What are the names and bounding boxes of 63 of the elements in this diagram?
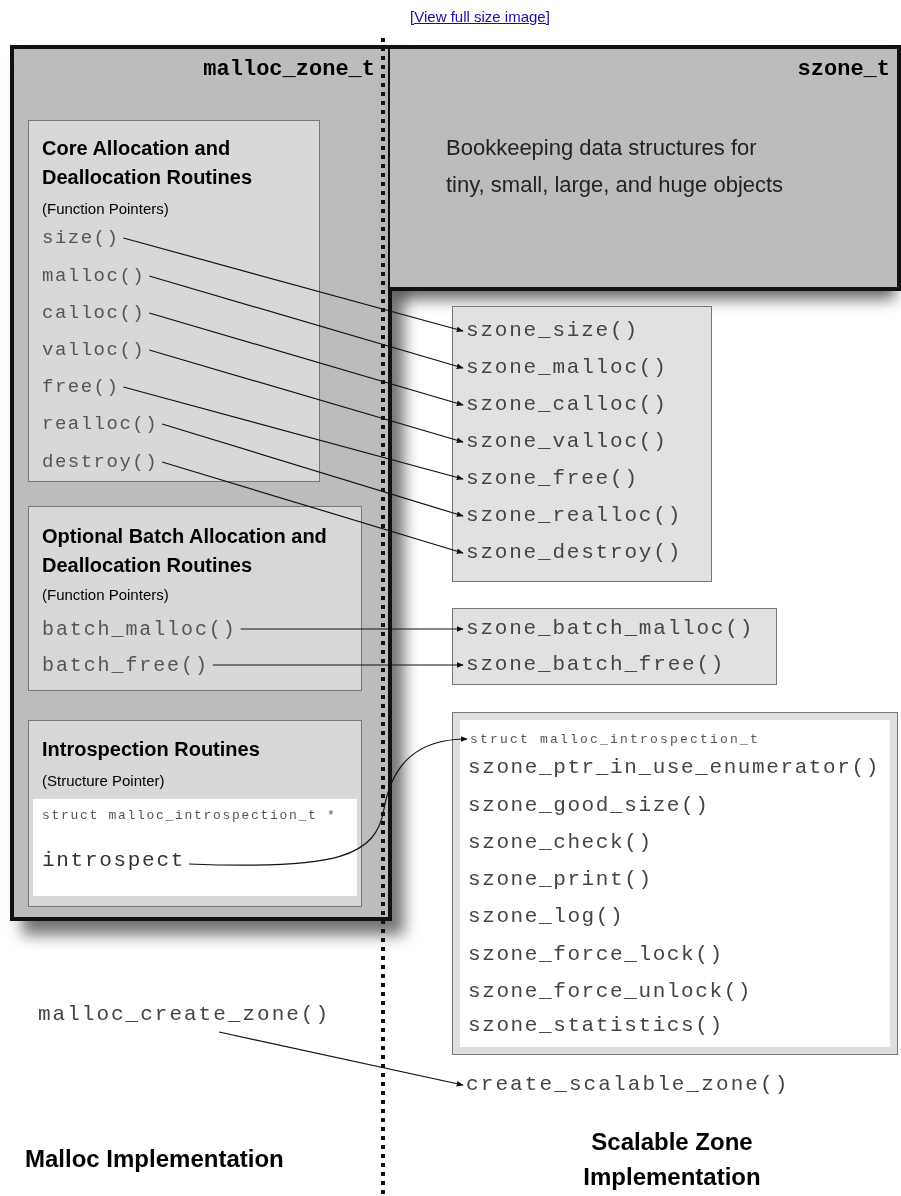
- pointer-panel: [33, 799, 357, 896]
- struct-name: malloc_zone_t: [203, 57, 375, 83]
- arrow: [148, 349, 464, 443]
- arrow: [161, 461, 464, 554]
- arrow: [218, 1031, 464, 1087]
- group-subtitle: (Function Pointers): [42, 586, 169, 604]
- function-name: malloc_create_zone(): [38, 1003, 331, 1027]
- function-name: szone_valloc(): [466, 430, 668, 454]
- section-title: Scalable Zone Implementation: [582, 1127, 762, 1192]
- function-name: szone_log(): [468, 905, 625, 929]
- function-name: batch_malloc(): [42, 617, 237, 641]
- arrow: [148, 275, 464, 369]
- arrow: [122, 386, 464, 481]
- function-name: szone_statistics(): [468, 1014, 724, 1038]
- arrow: [122, 237, 464, 333]
- function-name: size(): [42, 227, 120, 249]
- group-heading: Optional Batch Allocation and Deallocation Routines: [42, 523, 328, 578]
- arrow: [148, 312, 464, 406]
- function-name: valloc(): [42, 339, 146, 361]
- function-list-box: [452, 712, 898, 1055]
- function-name: szone_batch_free(): [466, 653, 726, 677]
- function-name: destroy(): [42, 451, 159, 473]
- function-name: introspect: [42, 849, 186, 873]
- function-name: szone_force_lock(): [468, 943, 724, 967]
- description-text: Bookkeeping data structures for tiny, small, large, and huge objects: [446, 134, 785, 199]
- type-name: struct malloc_introspection_t *: [42, 808, 337, 824]
- function-name: batch_free(): [42, 653, 209, 677]
- function-name: szone_size(): [466, 319, 639, 343]
- view-link: [View full size image]: [409, 8, 551, 25]
- function-name: szone_destroy(): [466, 541, 683, 565]
- function-name: create_scalable_zone(): [466, 1073, 790, 1097]
- function-name: szone_good_size(): [468, 794, 710, 818]
- group-subtitle: (Structure Pointer): [42, 772, 165, 790]
- routine-group-box: [28, 120, 320, 482]
- function-name: malloc(): [42, 265, 146, 287]
- function-list-box: [452, 306, 712, 582]
- function-name: calloc(): [42, 302, 146, 324]
- function-name: szone_batch_malloc(): [466, 617, 755, 641]
- function-name: szone_free(): [466, 467, 639, 491]
- routine-group-box: [28, 506, 362, 691]
- function-name: szone_print(): [468, 868, 653, 892]
- function-name: szone_calloc(): [466, 393, 668, 417]
- arrow: [161, 423, 464, 517]
- function-name: realloc(): [42, 413, 159, 435]
- function-name: szone_malloc(): [466, 356, 668, 380]
- type-name: struct malloc_introspection_t: [470, 731, 761, 747]
- group-heading: Introspection Routines: [42, 736, 260, 762]
- struct-name: szone_t: [797, 57, 890, 83]
- arrow: [212, 662, 464, 668]
- section-title: Malloc Implementation: [25, 1145, 284, 1173]
- struct-panel: [390, 45, 901, 291]
- arrow: [188, 736, 468, 866]
- routine-group-box: [28, 720, 362, 907]
- group-heading: Core Allocation and Deallocation Routines: [42, 135, 254, 190]
- function-name: szone_force_unlock(): [468, 980, 753, 1004]
- struct-panel: [10, 45, 392, 921]
- function-name: free(): [42, 376, 120, 398]
- function-name: szone_realloc(): [466, 504, 683, 528]
- function-name: szone_check(): [468, 831, 653, 855]
- arrow: [240, 626, 464, 632]
- function-name: szone_ptr_in_use_enumerator(): [468, 756, 880, 780]
- function-list-box: [452, 608, 777, 685]
- group-subtitle: (Function Pointers): [42, 200, 169, 218]
